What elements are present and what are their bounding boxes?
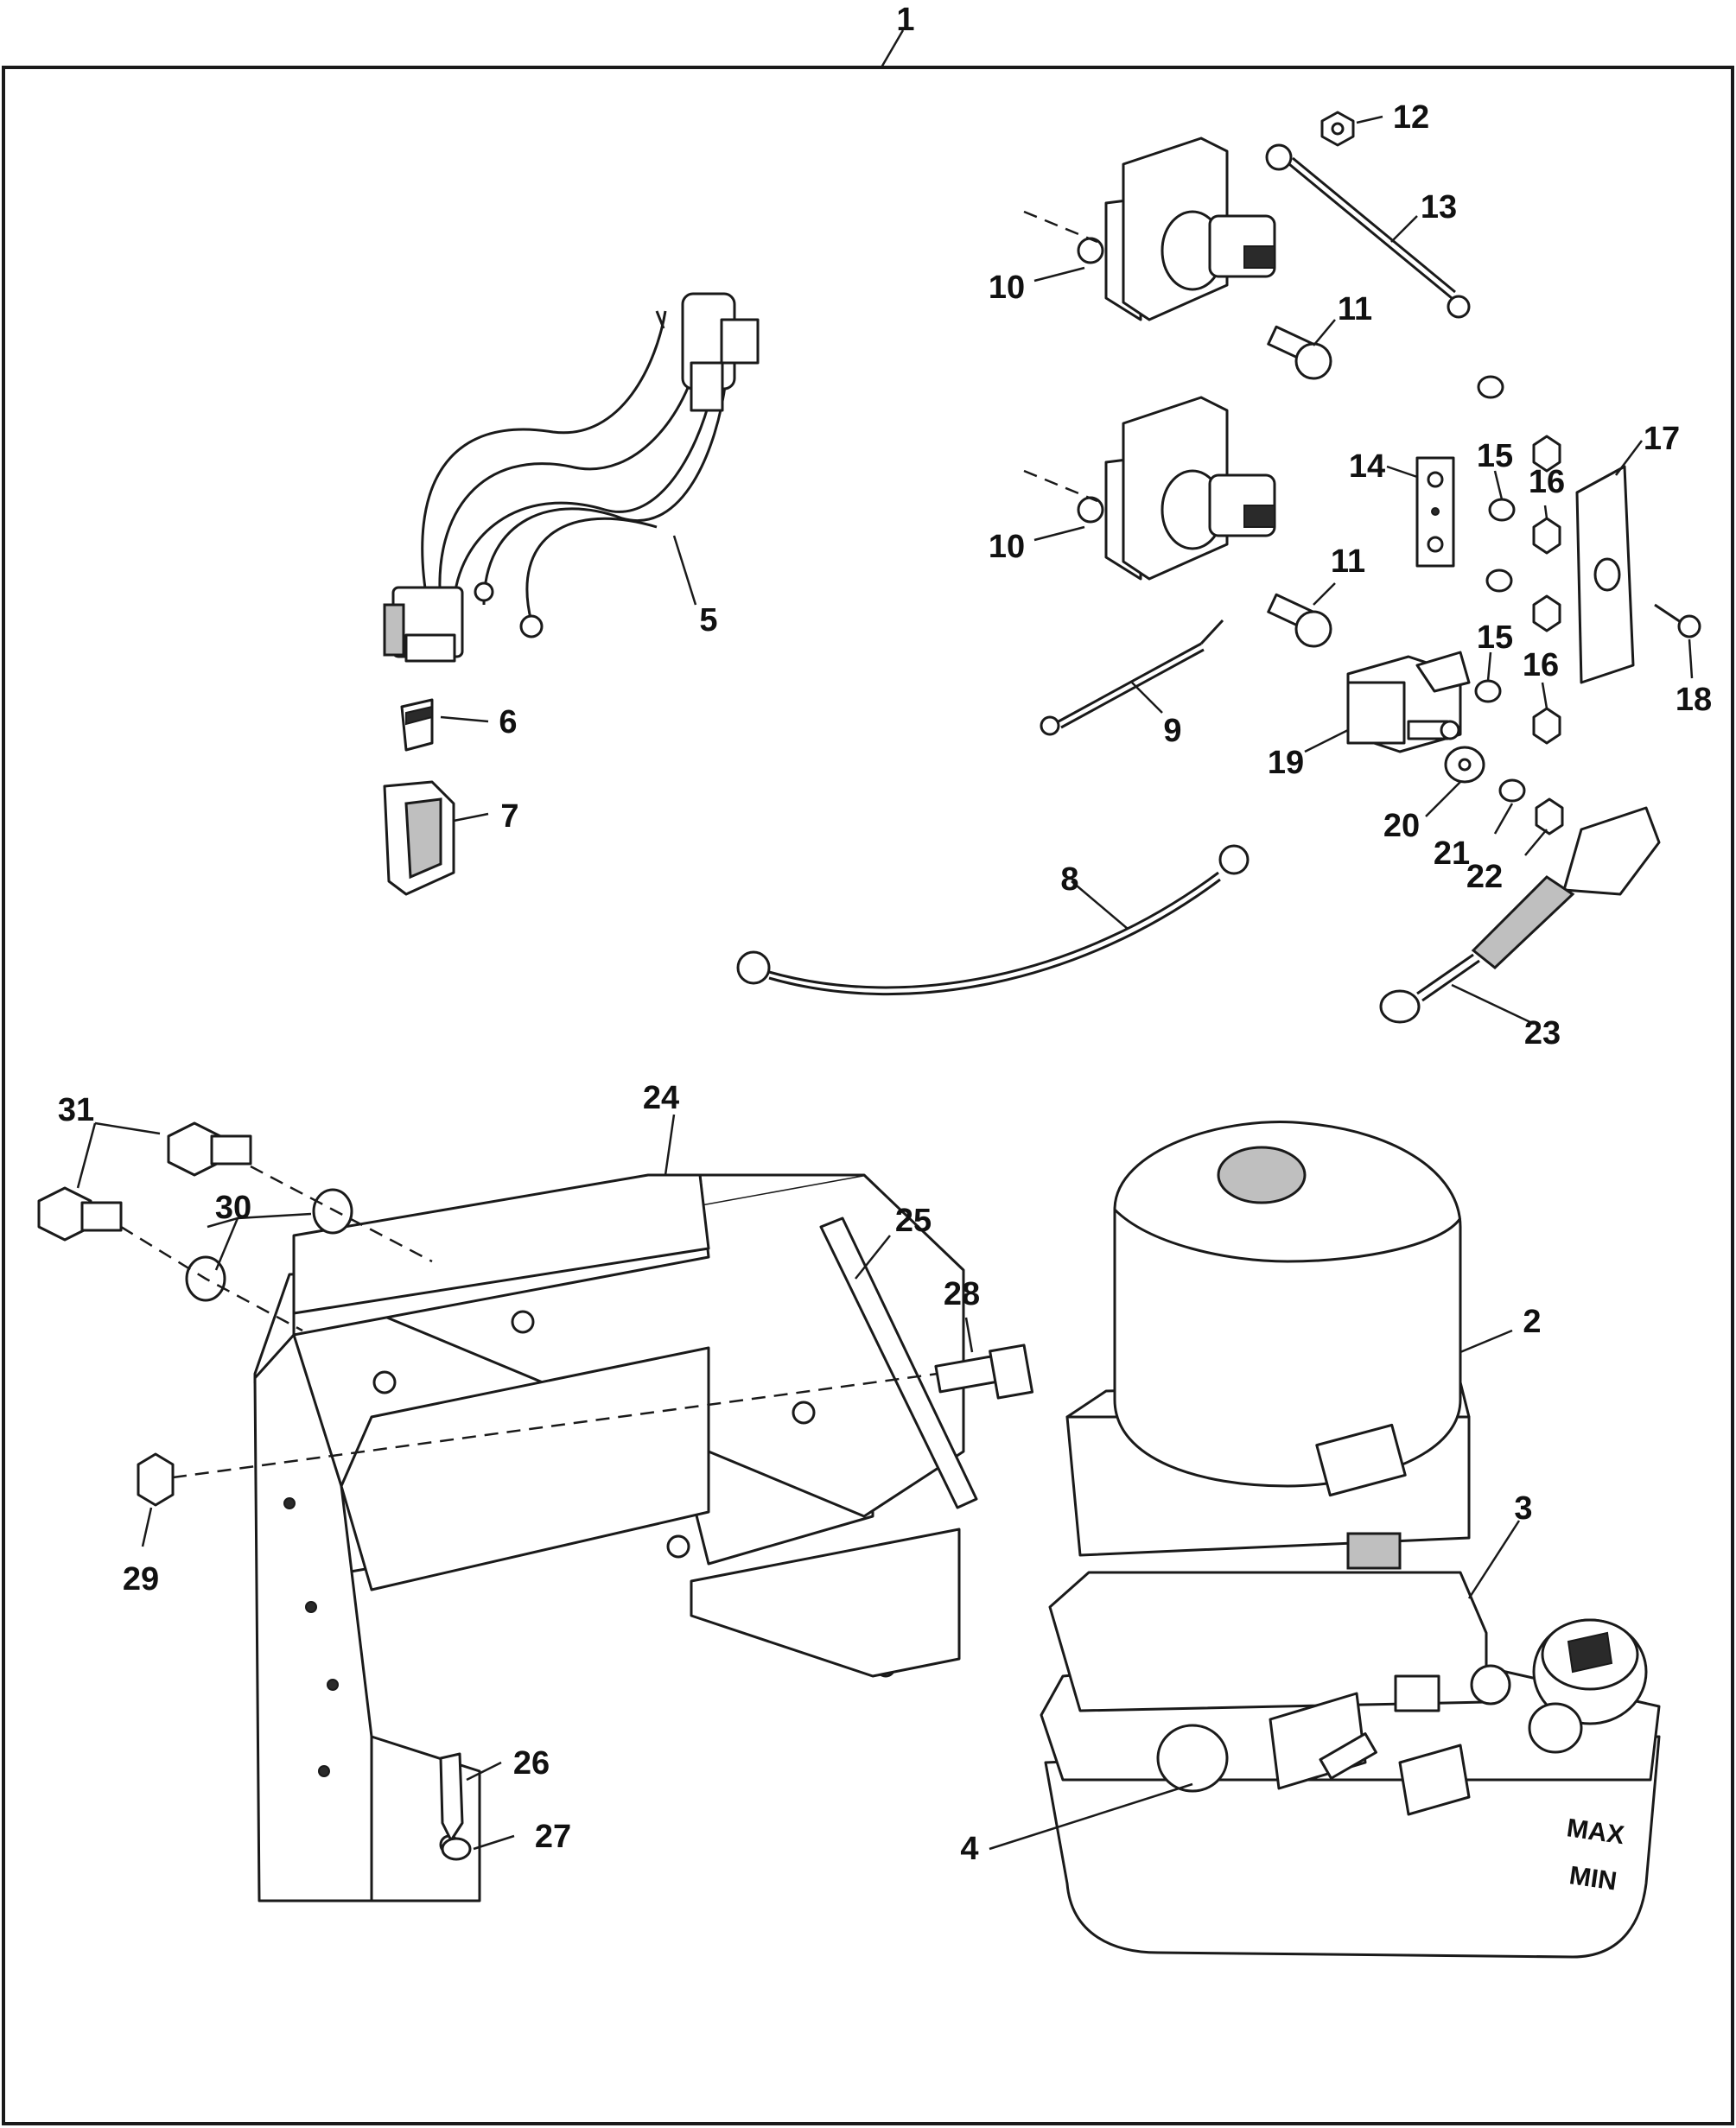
wiring-harness (383, 292, 760, 663)
callout-20: 20 (1383, 808, 1420, 844)
callout-31: 31 (58, 1092, 94, 1128)
plate (1415, 456, 1455, 568)
callout-11-upper: 11 (1338, 291, 1372, 327)
nut-12 (1320, 111, 1355, 147)
callout-8: 8 (1060, 861, 1078, 898)
callout-15-upper: 15 (1477, 438, 1513, 474)
callout-13: 13 (1421, 189, 1457, 226)
callout-14: 14 (1349, 448, 1385, 485)
mounting-bracket (253, 1173, 965, 1902)
bolt-upper (1267, 325, 1332, 380)
callout-18: 18 (1676, 682, 1712, 718)
nut-22 (1535, 797, 1564, 835)
callout-labels: 1 2 3 4 5 6 7 8 9 10 10 11 11 12 13 14 1… (58, 2, 1712, 1867)
callout-15-lower: 15 (1477, 619, 1513, 656)
callout-5: 5 (699, 602, 717, 638)
bolt-lower (1267, 593, 1332, 648)
rubber-strip (819, 1216, 978, 1509)
ground-cable (736, 844, 1250, 995)
callout-10-upper: 10 (989, 270, 1025, 306)
callout-16-upper: 16 (1529, 464, 1565, 500)
callout-17: 17 (1644, 421, 1680, 457)
callout-29: 29 (123, 1561, 159, 1598)
lock-washers-15 (1474, 375, 1516, 703)
flat-washer-20 (1444, 746, 1485, 784)
callout-28: 28 (944, 1276, 980, 1312)
callout-27: 27 (535, 1819, 571, 1855)
bolt-28 (934, 1343, 1034, 1400)
callout-22: 22 (1466, 859, 1503, 895)
lock-washer-21 (1498, 778, 1526, 803)
solenoid-lower (1023, 396, 1276, 581)
washer-27 (441, 1837, 472, 1861)
fuse (400, 698, 434, 752)
callout-3: 3 (1514, 1490, 1532, 1527)
leader-lines (76, 29, 1694, 1851)
callout-26: 26 (513, 1745, 550, 1782)
diagram-frame (2, 66, 1734, 2125)
screw-18 (1654, 603, 1701, 638)
pump-motor-assembly: MAX MIN (1040, 1120, 1661, 1959)
bolts-31 (37, 1121, 252, 1242)
circuit-breaker (1346, 651, 1471, 753)
callout-19: 19 (1268, 745, 1304, 781)
jumper-lead (1040, 619, 1224, 736)
short-cable (1265, 143, 1471, 319)
battery-cable (1379, 806, 1661, 1024)
tank-min-label: MIN (1567, 1861, 1618, 1896)
callout-7: 7 (500, 798, 518, 835)
callout-25: 25 (895, 1203, 932, 1239)
alignment-lines (120, 1165, 938, 1479)
callout-10-lower: 10 (989, 529, 1025, 565)
callout-1: 1 (896, 2, 914, 38)
fuse-holder (383, 780, 455, 896)
callout-30: 30 (215, 1190, 251, 1226)
solenoid-upper (1023, 137, 1276, 321)
nut-29 (137, 1452, 175, 1507)
callout-9: 9 (1163, 713, 1181, 749)
callout-12: 12 (1393, 99, 1429, 136)
callout-24: 24 (643, 1080, 679, 1116)
callout-4: 4 (960, 1831, 978, 1867)
callout-2: 2 (1523, 1304, 1541, 1340)
callout-6: 6 (499, 704, 517, 740)
terminal-cover (1575, 465, 1635, 684)
callout-21: 21 (1434, 835, 1470, 872)
callout-23: 23 (1524, 1015, 1561, 1051)
callout-16-lower: 16 (1523, 647, 1559, 683)
screw-26 (439, 1752, 464, 1842)
lock-washers-30 (185, 1188, 353, 1302)
callout-11-lower: 11 (1331, 543, 1365, 580)
